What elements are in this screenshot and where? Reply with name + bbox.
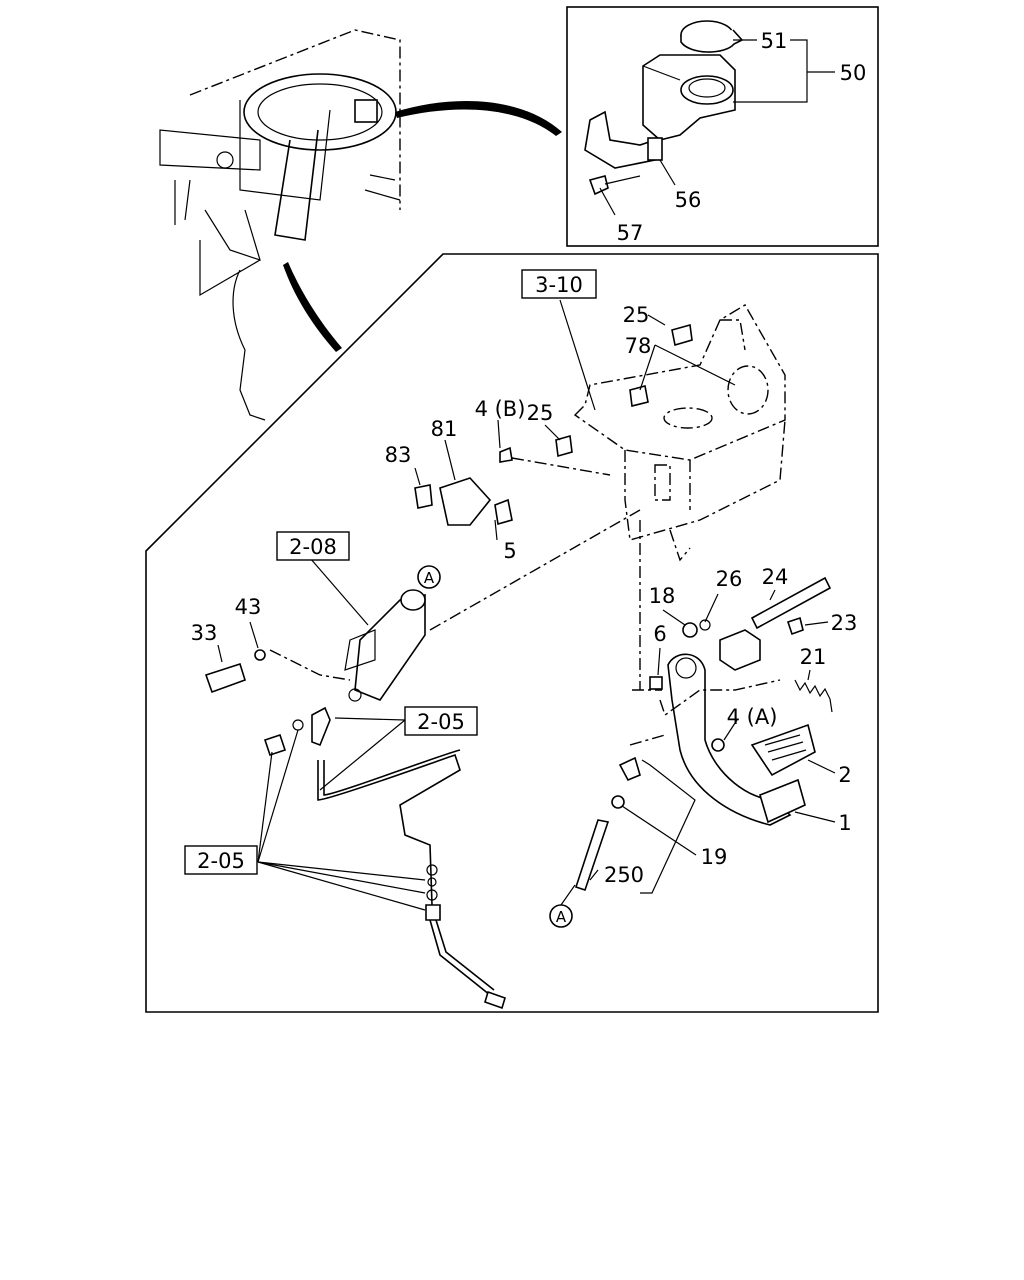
callout-2: 2 (838, 763, 851, 787)
callout-25-top: 25 (623, 303, 650, 327)
callout-33: 33 (191, 621, 218, 645)
pedal-assembly-frame (145, 253, 879, 1013)
reservoir-tank (584, 20, 744, 196)
ref-2-05-upper: 2-05 (417, 710, 465, 734)
ref-box-2-05-upper (404, 706, 478, 736)
callout-21: 21 (800, 645, 827, 669)
callout-26: 26 (716, 567, 743, 591)
callout-43: 43 (235, 595, 262, 619)
reservoir-detail-frame (566, 6, 879, 247)
callout-78: 78 (625, 334, 652, 358)
assembly-guide-lines (269, 457, 781, 746)
ref-2-05-lower: 2-05 (197, 849, 245, 873)
callout-1: 1 (838, 811, 851, 835)
leader-lines (217, 39, 836, 911)
master-cylinder (344, 589, 426, 702)
callout-5: 5 (503, 539, 516, 563)
callout-56: 56 (675, 188, 702, 212)
pushrod (574, 819, 610, 892)
callout-18: 18 (649, 584, 676, 608)
clutch-pipe (263, 706, 506, 1010)
callout-4a: 4 (A) (727, 705, 778, 729)
pedal-bracket (573, 304, 786, 562)
small-fasteners (204, 323, 725, 892)
ref-box-2-05-lower (184, 845, 258, 875)
return-spring (794, 679, 833, 713)
cab-overview-illustration (159, 29, 562, 421)
callout-19: 19 (701, 845, 728, 869)
callout-51: 51 (761, 29, 788, 53)
ref-3-10: 3-10 (535, 273, 583, 297)
pedal-rubber (750, 723, 816, 777)
ref-2-08: 2-08 (289, 535, 337, 559)
pedal-shaft (719, 576, 832, 671)
callout-50: 50 (840, 61, 867, 85)
callout-57: 57 (617, 221, 644, 245)
ref-box-2-08 (276, 531, 350, 561)
callout-81: 81 (431, 417, 458, 441)
pedal-pad (759, 778, 806, 824)
marker-a-upper-label: A (424, 569, 435, 587)
clutch-pedal-arm (667, 653, 816, 826)
bracket-bolt (588, 175, 609, 196)
callout-4b: 4 (B) (475, 397, 526, 421)
callout-6: 6 (653, 622, 666, 646)
callout-83: 83 (385, 443, 412, 467)
ref-box-3-10 (521, 269, 597, 299)
marker-a-lower-label: A (556, 908, 567, 926)
callout-250: 250 (604, 863, 644, 887)
callout-25-mid: 25 (527, 401, 554, 425)
marker-a-upper (417, 565, 441, 589)
callout-24: 24 (762, 565, 789, 589)
callout-23: 23 (831, 611, 858, 635)
